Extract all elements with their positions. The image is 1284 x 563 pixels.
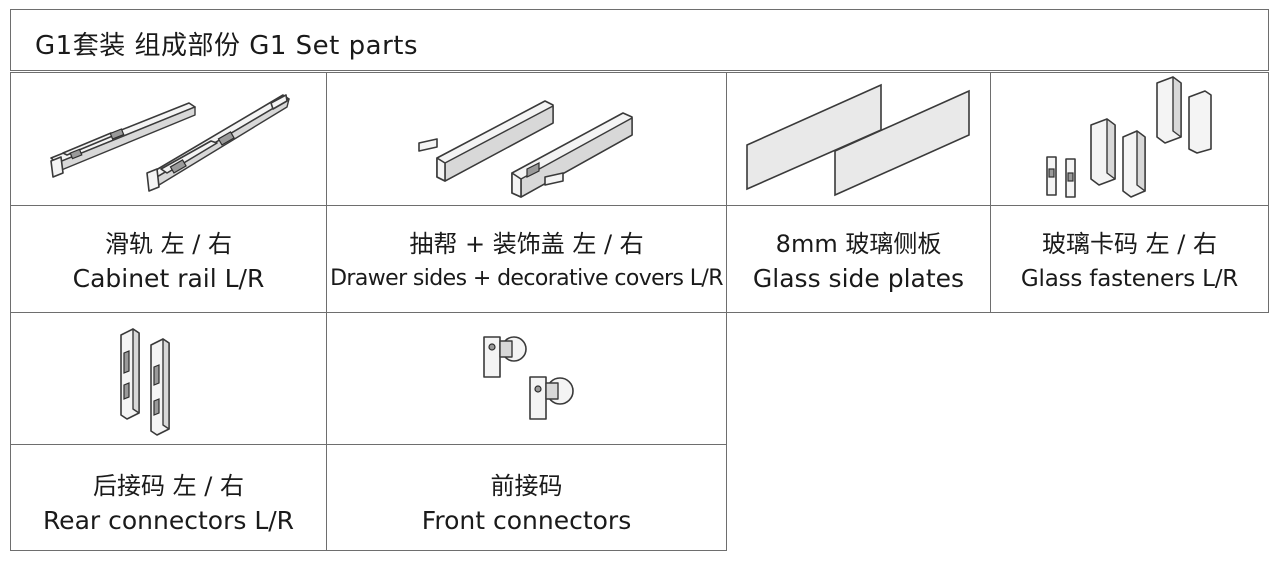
drawer-sides-image	[326, 72, 727, 206]
part-name-zh: 滑轨 左 / 右	[105, 230, 232, 258]
part-name-en: Glass fasteners L/R	[1020, 266, 1239, 292]
part-name-zh: 8mm 玻璃侧板	[775, 230, 942, 258]
part-name-zh: 玻璃卡码 左 / 右	[1042, 230, 1217, 258]
part-name-zh: 前接码	[490, 472, 563, 500]
part-label-rear-connectors: 后接码 左 / 右 Rear connectors L/R	[10, 444, 327, 551]
part-name-en: Drawer sides + decorative covers L/R	[330, 266, 723, 291]
cabinet-rail-image	[10, 72, 327, 206]
part-name-en: Cabinet rail L/R	[72, 264, 265, 293]
part-label-glass-fasteners: 玻璃卡码 左 / 右 Glass fasteners L/R	[990, 205, 1269, 313]
part-name-zh: 抽帮 + 装饰盖 左 / 右	[409, 230, 644, 258]
part-label-glass-plates: 8mm 玻璃侧板 Glass side plates	[726, 205, 991, 313]
page-title: G1套装 组成部份 G1 Set parts	[35, 31, 418, 61]
title-bar: G1套装 组成部份 G1 Set parts	[10, 9, 1269, 71]
rear-connectors-image	[10, 312, 327, 445]
glass-fasteners-image	[990, 72, 1269, 206]
part-label-front-connectors: 前接码 Front connectors	[326, 444, 727, 551]
part-name-en: Front connectors	[421, 506, 632, 535]
glass-plates-image	[726, 72, 991, 206]
part-label-drawer-sides: 抽帮 + 装饰盖 左 / 右 Drawer sides + decorative…	[326, 205, 727, 313]
part-label-cabinet-rail: 滑轨 左 / 右 Cabinet rail L/R	[10, 205, 327, 313]
front-connectors-image	[326, 312, 727, 445]
part-name-en: Glass side plates	[752, 264, 965, 293]
part-name-en: Rear connectors L/R	[42, 506, 295, 535]
part-name-zh: 后接码 左 / 右	[93, 472, 244, 500]
